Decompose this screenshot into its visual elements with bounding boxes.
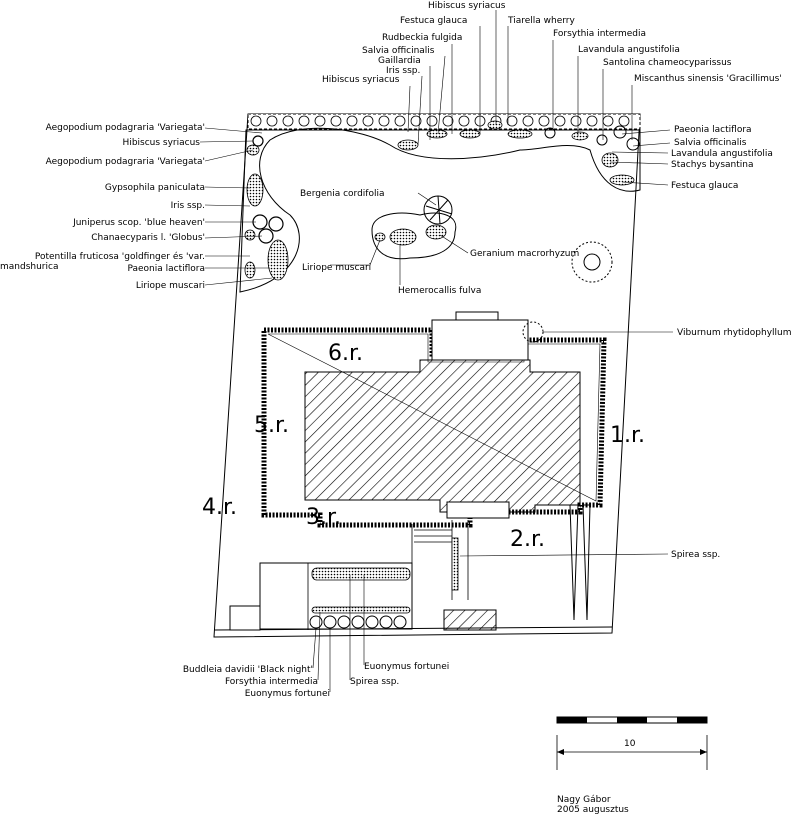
right-labels: Paeonia lactiflora Salvia officinalis La…: [671, 125, 792, 560]
label-forsythia-bottom: Forsythia intermedia: [225, 677, 318, 687]
spirea-hedge: [451, 537, 459, 591]
label-iris-left: Iris ssp.: [171, 201, 205, 211]
bergenia-tree: [423, 195, 453, 225]
garage-stub: [229, 605, 261, 631]
bed-left-curve: [239, 127, 641, 293]
label-tiarella: Tiarella wherry: [507, 16, 575, 26]
label-liriope-mid: Liriope muscari: [302, 263, 371, 273]
lower-garden: [259, 562, 413, 630]
label-lavandula-right: Lavandula angustifolia: [671, 149, 773, 159]
label-chamaecyparis: Chanaecyparis l. 'Globus': [91, 233, 205, 243]
label-gaillardia: Gaillardia: [378, 56, 421, 66]
label-lavandula-top: Lavandula angustifolia: [578, 45, 680, 55]
label-mandshurica: mandshurica: [0, 262, 58, 272]
house: [304, 359, 581, 513]
label-spirea-right: Spirea ssp.: [671, 550, 720, 560]
left-leaders: [199, 127, 273, 286]
path-steps: [411, 520, 469, 600]
scale-bar: [556, 716, 708, 770]
zone-label-5: 5.r.: [254, 413, 289, 438]
label-liriope-left: Liriope muscari: [136, 281, 205, 291]
label-miscanthus: Miscanthus sinensis 'Gracillimus': [634, 74, 782, 84]
label-forsythia-top: Forsythia intermedia: [553, 29, 646, 39]
label-euonymus-2: Euonymus fortunei: [245, 689, 330, 699]
zone-label-1: 1.r.: [610, 423, 645, 448]
lower-hedge: [309, 615, 407, 629]
label-festuca-right: Festuca glauca: [671, 181, 738, 191]
bottom-leaders: [312, 575, 365, 692]
label-festuca-top: Festuca glauca: [400, 16, 467, 26]
label-euonymus-1: Euonymus fortunei: [364, 662, 449, 672]
label-geranium: Geranium macrorhyzum: [470, 249, 579, 259]
middle-leaders: [330, 192, 469, 285]
label-stachys: Stachys bysantina: [671, 160, 753, 170]
bottom-labels: Euonymus fortunei Buddleia davidii 'Blac…: [183, 662, 449, 699]
columnar-plants: [569, 504, 591, 621]
shed: [443, 609, 497, 631]
label-buddleia: Buddleia davidii 'Black night': [183, 665, 313, 675]
zone-label-4: 4.r.: [202, 495, 237, 520]
zone-label-2: 2.r.: [510, 527, 545, 552]
label-iris-top: Iris ssp.: [386, 66, 420, 76]
top-leaders: [407, 10, 633, 146]
lower-beds: [311, 567, 411, 614]
middle-labels: Bergenia cordifolia Liriope muscari Gera…: [300, 189, 579, 296]
label-hibiscus-left: Hibiscus syriacus: [123, 138, 201, 148]
island-bed: [371, 212, 457, 260]
label-potentilla: Potentilla fruticosa 'goldfinger és 'var…: [35, 251, 205, 262]
label-spirea-bottom: Spirea ssp.: [350, 677, 399, 687]
left-bed-plants: [244, 144, 289, 281]
label-viburnum: Viburnum rhytidophyllum: [677, 328, 792, 338]
back-door: [446, 501, 510, 519]
label-paeonia-left: Paeonia lactiflora: [127, 264, 205, 274]
top-bed-plants: [397, 120, 635, 186]
porch: [431, 319, 529, 361]
label-juniperus: Juniperus scop. 'blue heaven': [72, 218, 205, 228]
label-hibiscus-top1: Hibiscus syriacus: [428, 1, 506, 11]
top-labels: Hibiscus syriacus Festuca glauca Tiarell…: [322, 1, 782, 85]
label-salvia-right: Salvia officinalis: [674, 138, 747, 148]
label-santolina: Santolina chameocyparissus: [603, 58, 732, 68]
label-hibiscus-top2: Hibiscus syriacus: [322, 75, 400, 85]
label-aegopodium-2: Aegopodium podagraria 'Variegata': [46, 157, 205, 167]
label-paeonia-right: Paeonia lactiflora: [674, 125, 752, 135]
zone-label-3: 3.r.: [306, 505, 341, 530]
right-leaders: [459, 129, 673, 557]
left-labels: Aegopodium podagraria 'Variegata' Hibisc…: [0, 123, 205, 291]
zone-label-6: 6.r.: [328, 341, 363, 366]
label-aegopodium-1: Aegopodium podagraria 'Variegata': [46, 123, 205, 133]
label-gypsophila: Gypsophila paniculata: [105, 183, 205, 193]
label-salvia-top: Salvia officinalis: [362, 46, 435, 56]
drawing-date: 2005 augusztus: [557, 805, 629, 814]
author-name: Nagy Gábor: [557, 795, 611, 805]
porch-step: [455, 311, 499, 321]
large-shrub-right: [571, 241, 613, 283]
island-plants: [374, 224, 447, 246]
label-bergenia: Bergenia cordifolia: [300, 189, 385, 199]
label-hemerocallis: Hemerocallis fulva: [398, 286, 481, 296]
scale-label: 10: [624, 739, 636, 749]
label-rudbeckia: Rudbeckia fulgida: [382, 33, 462, 43]
top-bed-shrubs: [544, 125, 640, 151]
